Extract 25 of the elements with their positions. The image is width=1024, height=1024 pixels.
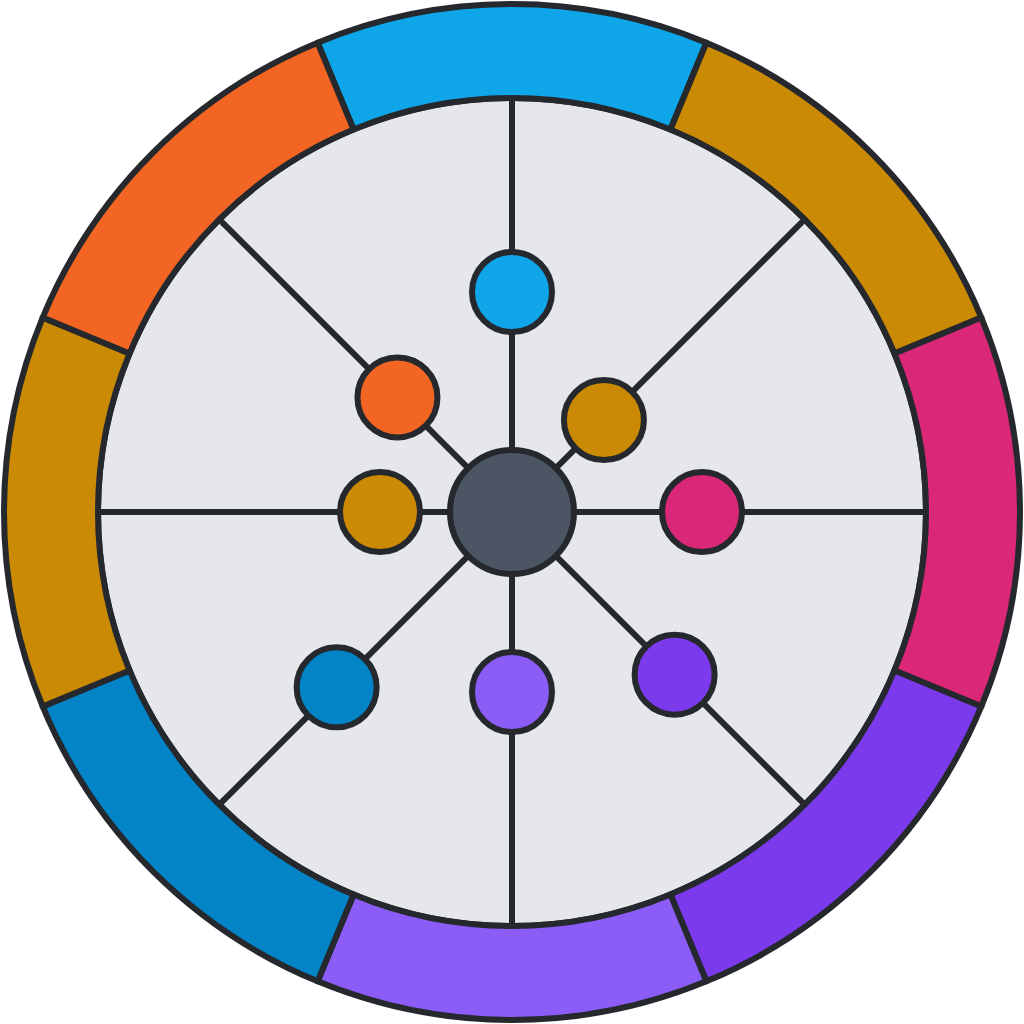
spoke-line — [509, 98, 515, 252]
spoke-line — [420, 509, 450, 515]
spoke-line — [742, 509, 926, 515]
spoke-line — [217, 713, 311, 807]
spoke-line — [423, 423, 471, 471]
spoke-line — [509, 332, 515, 450]
spoke-line — [574, 509, 662, 515]
spoke-line — [98, 509, 340, 515]
ring-segment — [667, 667, 985, 985]
ring-segment — [39, 667, 357, 985]
spoke-line — [553, 446, 578, 471]
spoke-line — [700, 700, 807, 807]
ring-segment — [1, 314, 133, 710]
ring-segment — [667, 39, 985, 357]
hub-circle — [447, 447, 577, 577]
ring-segment — [891, 314, 1023, 710]
ring-segment — [314, 891, 710, 1023]
spoke-line — [509, 574, 515, 652]
spoke-line — [362, 553, 471, 662]
spoke-line — [217, 217, 372, 372]
spoke-line — [509, 732, 515, 926]
spoke-line — [630, 217, 807, 394]
spoke-line — [553, 553, 649, 649]
ring-segment — [39, 39, 357, 357]
ring-segment — [314, 1, 710, 133]
